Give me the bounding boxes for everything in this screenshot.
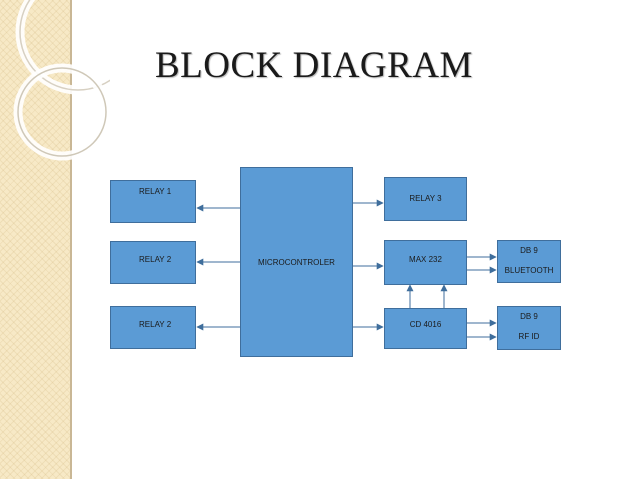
block-relay-2-bottom: RELAY 2 (110, 306, 196, 349)
block-relay-3-label: RELAY 3 (409, 194, 442, 203)
block-db9-rfid-line1: DB 9 (520, 312, 538, 321)
block-relay-3: RELAY 3 (384, 177, 467, 221)
block-db9-bluetooth-line2: BLUETOOTH (504, 266, 554, 275)
block-relay-1: RELAY 1 (110, 180, 196, 223)
block-microcontroller-label: MICROCONTROLER (258, 258, 335, 267)
block-relay-2-top-label: RELAY 2 (139, 255, 172, 264)
block-max-232-label: MAX 232 (409, 255, 442, 264)
block-db9-rfid: DB 9 RF ID (497, 306, 561, 350)
decorative-ring-top-outline (19, 0, 110, 91)
block-cd-4016: CD 4016 (384, 308, 467, 349)
block-relay-2-bottom-label: RELAY 2 (139, 320, 172, 329)
side-band-divider (70, 0, 72, 479)
block-relay-1-label: RELAY 1 (139, 187, 172, 196)
block-db9-bluetooth-line1: DB 9 (520, 246, 538, 255)
block-relay-2-top: RELAY 2 (110, 241, 196, 284)
block-microcontroller: MICROCONTROLER (240, 167, 353, 357)
block-db9-bluetooth: DB 9 BLUETOOTH (497, 240, 561, 283)
decorative-ring-bottom-outline (17, 67, 107, 157)
block-db9-rfid-line2: RF ID (518, 332, 540, 341)
block-max-232: MAX 232 (384, 240, 467, 285)
block-cd-4016-label: CD 4016 (409, 320, 442, 329)
slide-title: BLOCK DIAGRAM (155, 45, 473, 86)
decorative-rings (13, 0, 110, 161)
